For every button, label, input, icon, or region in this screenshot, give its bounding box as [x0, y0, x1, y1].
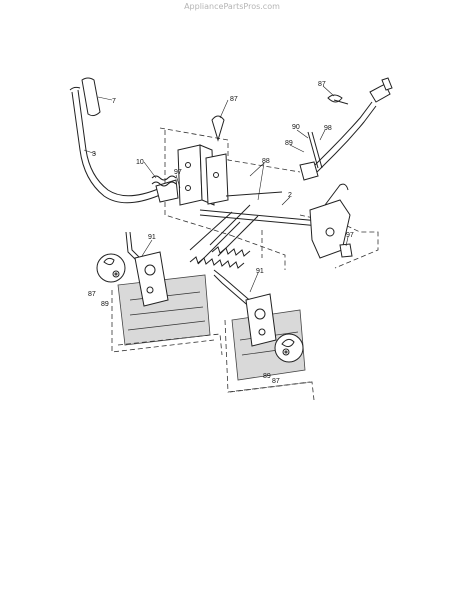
hardware-detail-left [96, 253, 126, 283]
cross-shaft-2 [199, 191, 331, 228]
callout-89-top: 89 [285, 140, 293, 147]
watermark-text: AppliancePartsPros.com [184, 2, 280, 11]
callout-7: 7 [112, 98, 116, 105]
frame-lower-left [111, 274, 223, 356]
callout-87-left: 87 [88, 291, 96, 298]
callout-87-bottom: 87 [272, 378, 280, 385]
left-link-91 [125, 231, 169, 307]
callout-97-right: 97 [346, 232, 354, 239]
callout-87-top: 87 [230, 96, 238, 103]
callout-91-left: 91 [148, 234, 156, 241]
leader-lines [83, 85, 349, 293]
callout-10: 10 [136, 159, 144, 166]
right-lever-assembly [309, 183, 353, 259]
callout-90: 90 [292, 124, 300, 131]
callout-89-left: 89 [101, 301, 109, 308]
spring-10 [151, 175, 177, 187]
callout-89-right: 89 [263, 373, 271, 380]
callout-2: 2 [288, 192, 292, 199]
springs-88 [189, 204, 259, 269]
hardware-detail-right [274, 333, 304, 363]
callout-98: 98 [324, 125, 332, 132]
callout-labels: 7 3 87 10 97 88 87 90 89 98 2 97 91 87 8… [88, 81, 354, 385]
rod-98 [299, 77, 393, 181]
callout-88: 88 [262, 158, 270, 165]
callout-87-right: 87 [318, 81, 326, 88]
callout-3: 3 [92, 151, 96, 158]
center-bracket [177, 115, 229, 206]
clip-87-top-right [327, 94, 349, 105]
callout-97-center: 97 [174, 169, 182, 176]
right-link-91 [213, 269, 277, 347]
pin-90 [307, 131, 323, 169]
callout-91-right: 91 [256, 268, 264, 275]
lift-handle-assembly [69, 77, 179, 204]
frame-upper [159, 127, 379, 270]
